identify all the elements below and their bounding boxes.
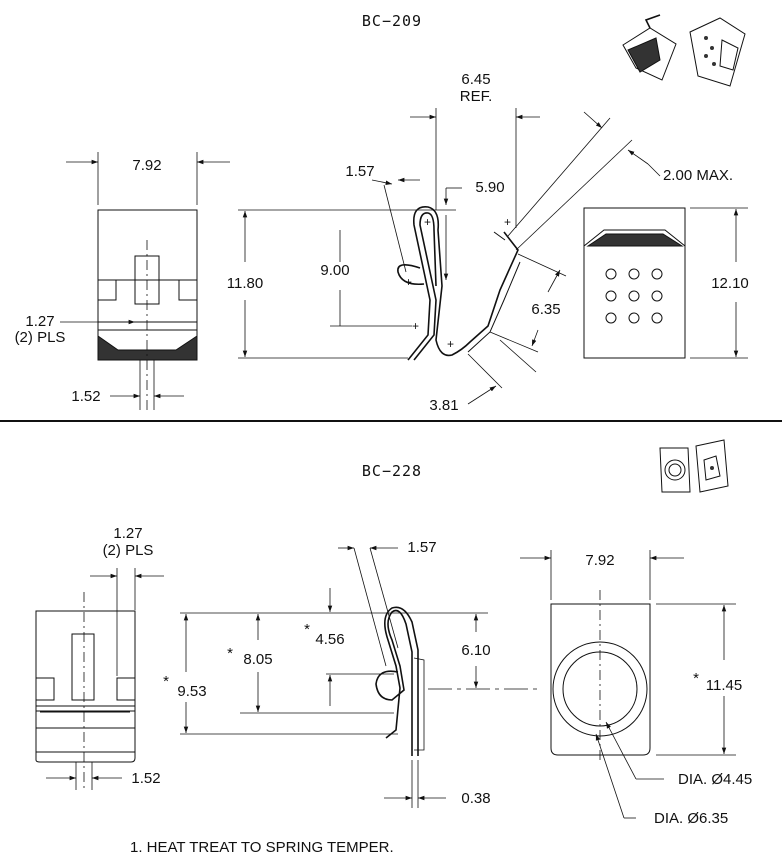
bc-209-title: BC−209 [362, 12, 422, 30]
dim-text-height-right: 6.10 [461, 642, 490, 659]
note-heat-treat: 1. HEAT TREAT TO SPRING TEMPER. [130, 839, 394, 856]
dim-text-tab: 1.57 [407, 539, 436, 556]
dim-text-mid: 6.35 [531, 301, 560, 318]
dim-text-slot: 1.27 [25, 313, 54, 330]
dim-bc228-front-height: * 11.45 [656, 603, 742, 756]
dim-bc209-ref: 6.45 REF. [410, 71, 540, 228]
dim-bc209-mid: 6.35 [489, 253, 567, 353]
dim-star-3: * [304, 621, 310, 638]
dim-text-inner: 9.00 [320, 262, 349, 279]
dim-text-width: 7.92 [585, 552, 614, 569]
dim-text-width: 7.92 [132, 157, 161, 174]
dim-bc228-hole-inner: DIA. Ø4.45 [605, 721, 752, 788]
dim-text-slot: 1.27 [113, 525, 142, 542]
dim-bc209-slot-width: 1.52 [71, 360, 184, 410]
dim-bc209-bottom: 3.81 [429, 339, 537, 414]
dim-text-right-height: 12.10 [711, 275, 749, 292]
dim-bc228-slot-width: 1.52 [46, 762, 161, 790]
bc-209-section: BC−209 7.92 [15, 12, 749, 414]
dim-bc209-slot: 1.27 (2) PLS [15, 313, 135, 346]
dim-text-slot-qty: (2) PLS [15, 329, 66, 346]
dimple-grid [605, 268, 663, 324]
dim-bc228-thickness: 0.38 [384, 760, 491, 808]
dim-text-thickness: 0.38 [461, 790, 490, 807]
dim-bc209-right-height: 12.10 [690, 207, 749, 359]
svg-text:+: + [405, 275, 412, 289]
dim-text-slot-qty: (2) PLS [103, 542, 154, 559]
dim-bc209-inner: 9.00 [320, 230, 412, 327]
dim-text-height-mid: 8.05 [243, 651, 272, 668]
svg-text:+: + [447, 337, 454, 351]
dim-bc209-step: 5.90 [443, 179, 505, 280]
dim-star-4: * [693, 670, 699, 687]
bc-228-front-view [35, 592, 136, 790]
dim-bc209-tab: 1.57 [345, 163, 420, 273]
dim-text-height-small: 4.56 [315, 631, 344, 648]
dim-bc209-height: 11.80 [227, 209, 456, 359]
svg-text:+: + [424, 215, 431, 229]
bc-228-side-profile [375, 606, 425, 756]
bc-209-iso-view-icon [622, 14, 746, 87]
dim-bc209-width: 7.92 [66, 152, 230, 205]
dim-bc228-tab: 1.57 [338, 539, 437, 667]
dim-text-height-total: 9.53 [177, 683, 206, 700]
dim-text-ref: 6.45 [461, 71, 490, 88]
svg-text:+: + [412, 319, 419, 333]
dim-text-hole-inner: DIA. Ø4.45 [678, 771, 752, 788]
dim-bc228-hole-outer: DIA. Ø6.35 [595, 733, 728, 827]
dim-star-1: * [163, 673, 169, 690]
bc-228-iso-view-icon [659, 439, 729, 493]
dim-text-max: 2.00 MAX. [663, 167, 733, 184]
svg-text:+: + [504, 215, 511, 229]
dim-bc228-height-right: 6.10 [428, 614, 540, 690]
bc-228-title: BC−228 [362, 462, 422, 480]
dim-bc228-height-mid: * 8.05 [227, 614, 394, 714]
dim-bc228-height-total: * 9.53 [163, 612, 488, 735]
dim-star-2: * [227, 645, 233, 662]
bc-209-face-view [583, 207, 686, 359]
dim-bc228-slot: 1.27 (2) PLS [90, 525, 164, 676]
dim-text-front-height: 11.45 [706, 677, 742, 694]
dim-text-tab: 1.57 [345, 163, 374, 180]
dim-text-height: 11.80 [227, 275, 263, 292]
dim-text-hole-outer: DIA. Ø6.35 [654, 810, 728, 827]
dim-text-slot-width: 1.52 [71, 388, 100, 405]
dim-bc209-max: 2.00 MAX. [507, 111, 733, 251]
dim-text-bottom: 3.81 [429, 397, 458, 414]
bc-209-front-view [97, 209, 198, 410]
dim-text-slot-width: 1.52 [131, 770, 160, 787]
bc-228-section: BC−228 1.27 (2) P [35, 439, 752, 856]
dim-bc228-width: 7.92 [520, 550, 684, 600]
dim-text-ref-label: REF. [460, 88, 493, 105]
dim-text-step: 5.90 [475, 179, 504, 196]
bc-228-face-view [550, 590, 651, 760]
dim-bc228-height-small: * 4.56 [304, 588, 394, 706]
